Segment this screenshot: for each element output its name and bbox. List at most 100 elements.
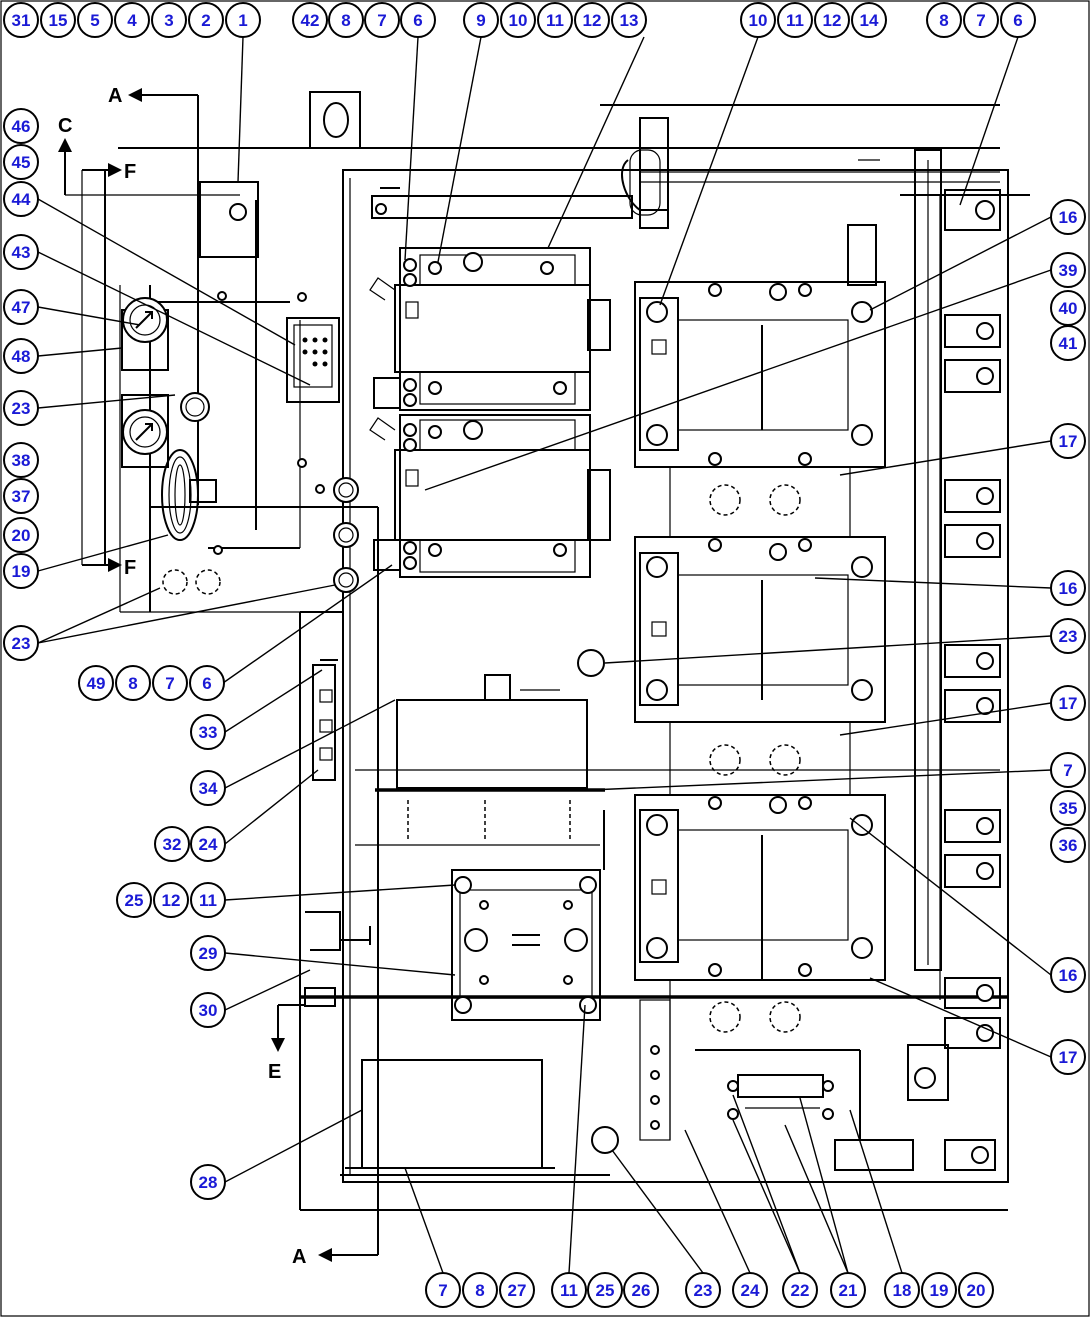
leader-17-a — [839, 440, 1052, 476]
callout-11: 11 — [551, 1272, 587, 1308]
callout-number: 41 — [1059, 334, 1078, 353]
callout-44: 44 — [3, 181, 39, 217]
callout-number: 31 — [12, 11, 31, 30]
section-letter-c: C — [58, 115, 72, 137]
callout-8: 8 — [462, 1272, 498, 1308]
callout-6: 6 — [1000, 2, 1036, 38]
panel-structure — [118, 91, 1030, 1211]
leader-47 — [37, 306, 141, 326]
callout-15: 15 — [40, 2, 76, 38]
leader-24-bottom — [684, 1129, 751, 1274]
callout-3: 3 — [151, 2, 187, 38]
leader-44 — [37, 198, 296, 346]
callout-8: 8 — [926, 2, 962, 38]
callout-number: 43 — [12, 243, 31, 262]
callout-36: 36 — [1050, 827, 1086, 863]
leader-lines — [37, 36, 1052, 1274]
leader-16-a — [869, 216, 1052, 311]
callout-number: 12 — [583, 11, 602, 30]
callout-number: 12 — [162, 891, 181, 910]
callout-14: 14 — [851, 2, 887, 38]
leader-10 — [659, 36, 759, 306]
callout-19: 19 — [921, 1272, 957, 1308]
leader-21-a — [799, 1097, 849, 1274]
callout-number: 24 — [199, 835, 218, 854]
callout-28: 28 — [190, 1164, 226, 1200]
callout-number: 19 — [930, 1281, 949, 1300]
callout-number: 16 — [1059, 966, 1078, 985]
leader-23-right — [604, 635, 1052, 664]
leader-23-b — [37, 584, 336, 644]
section-letter-f-top: F — [124, 161, 136, 183]
callout-37: 37 — [3, 478, 39, 514]
leader-43 — [37, 251, 311, 386]
callout-number: 35 — [1059, 799, 1078, 818]
left-assembly — [58, 88, 379, 1262]
callout-18: 18 — [884, 1272, 920, 1308]
callout-number: 4 — [127, 11, 137, 30]
callout-number: 40 — [1059, 299, 1078, 318]
callout-12: 12 — [153, 882, 189, 918]
callout-23: 23 — [3, 625, 39, 661]
callout-10: 10 — [500, 2, 536, 38]
section-letter-f-bottom: F — [124, 557, 136, 579]
callout-19: 19 — [3, 553, 39, 589]
callout-8: 8 — [115, 665, 151, 701]
callout-47: 47 — [3, 289, 39, 325]
callout-4: 4 — [114, 2, 150, 38]
callout-number: 20 — [12, 526, 31, 545]
callout-number: 37 — [12, 487, 31, 506]
leader-6-mid — [222, 564, 393, 684]
leader-16-c — [849, 817, 1052, 976]
callout-number: 1 — [238, 11, 247, 30]
callout-number: 8 — [341, 11, 350, 30]
leader-23-a — [37, 587, 161, 644]
callout-number: 11 — [560, 1281, 578, 1300]
callout-number: 38 — [12, 451, 31, 470]
callout-number: 18 — [893, 1281, 912, 1300]
callout-25: 25 — [587, 1272, 623, 1308]
callout-number: 16 — [1059, 579, 1078, 598]
callout-number: 27 — [508, 1281, 527, 1300]
callout-number: 7 — [165, 674, 174, 693]
callout-number: 39 — [1059, 261, 1078, 280]
callout-8: 8 — [328, 2, 364, 38]
callout-20: 20 — [3, 517, 39, 553]
leader-6-right — [959, 36, 1019, 206]
callout-number: 3 — [164, 11, 173, 30]
callout-9: 9 — [463, 2, 499, 38]
callout-number: 11 — [546, 11, 564, 30]
callout-number: 2 — [201, 11, 210, 30]
callout-number: 25 — [125, 891, 144, 910]
center-components — [345, 674, 861, 1169]
callout-17: 17 — [1050, 685, 1086, 721]
leader-7-bottom — [404, 1167, 444, 1274]
callout-24: 24 — [190, 826, 226, 862]
callout-number: 21 — [839, 1281, 858, 1300]
callout-number: 10 — [509, 11, 528, 30]
callout-39: 39 — [1050, 252, 1086, 288]
callout-43: 43 — [3, 234, 39, 270]
callout-number: 25 — [596, 1281, 615, 1300]
callout-number: 13 — [620, 11, 639, 30]
callout-35: 35 — [1050, 790, 1086, 826]
callout-number: 6 — [1013, 11, 1022, 30]
callout-number: 45 — [12, 153, 31, 172]
leader-1 — [237, 36, 244, 183]
callout-number: 28 — [199, 1173, 218, 1192]
leader-22-b — [732, 1119, 801, 1274]
callout-number: 8 — [475, 1281, 484, 1300]
callout-32: 32 — [154, 826, 190, 862]
callout-number: 5 — [90, 11, 99, 30]
callout-number: 10 — [749, 11, 768, 30]
callout-49: 49 — [78, 665, 114, 701]
callout-24: 24 — [732, 1272, 768, 1308]
callout-number: 8 — [128, 674, 137, 693]
callout-13: 13 — [611, 2, 647, 38]
leader-33 — [224, 669, 323, 733]
leader-23-bottom — [611, 1149, 704, 1274]
callout-number: 9 — [476, 11, 485, 30]
callout-number: 17 — [1059, 432, 1078, 451]
